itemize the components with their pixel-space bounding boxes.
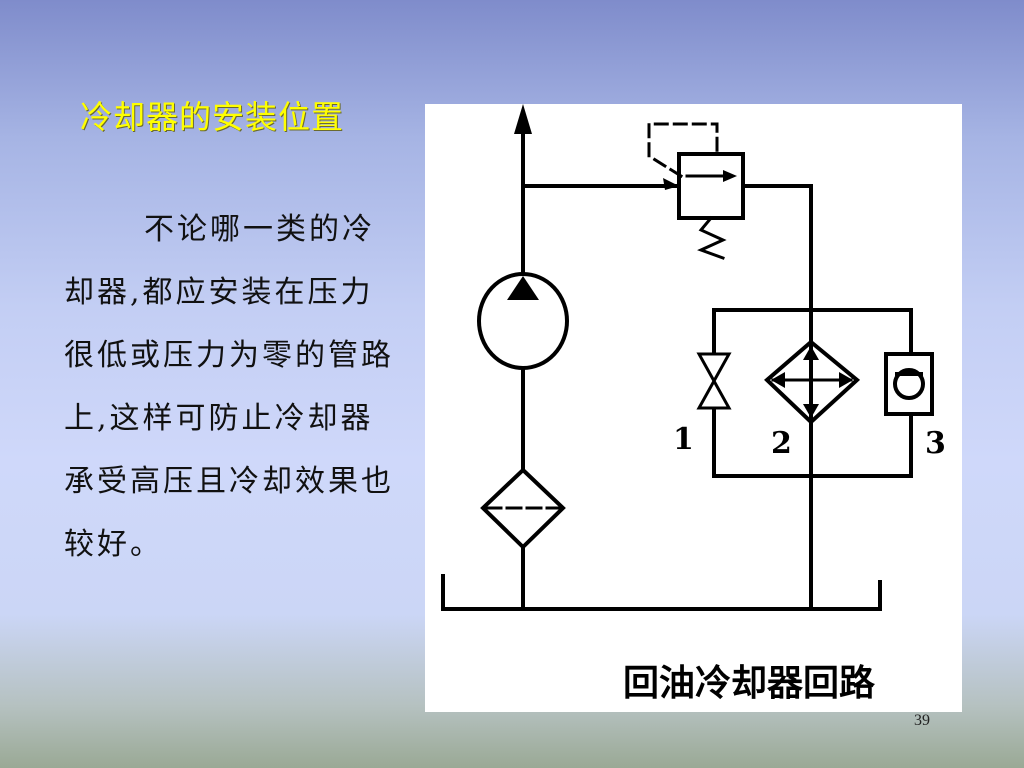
check-valve (884, 352, 934, 416)
shutoff-valve (696, 352, 732, 410)
tank-line (441, 574, 882, 611)
up-arrow (514, 104, 532, 134)
filter (480, 467, 566, 550)
pump (477, 272, 569, 370)
body-paragraph: 不论哪一类的冷却器,都应安装在压力很低或压力为零的管路上,这样可防止冷却器承受高… (64, 212, 394, 562)
pilot-line (647, 122, 719, 179)
circuit-drawing (441, 104, 934, 611)
label-2: 2 (771, 426, 792, 461)
spring (697, 215, 727, 260)
label-1: 1 (673, 422, 694, 457)
relief-valve (677, 152, 745, 220)
slide-title: 冷却器的安装位置 (80, 98, 345, 136)
hydraulic-circuit-diagram: 1 2 3 回油冷却器回路 (425, 104, 962, 712)
pump-triangle (507, 276, 539, 300)
page-number: 39 (914, 712, 930, 729)
label-3: 3 (925, 426, 946, 461)
cooler (764, 339, 861, 425)
diagram-caption: 回油冷却器回路 (623, 663, 876, 704)
